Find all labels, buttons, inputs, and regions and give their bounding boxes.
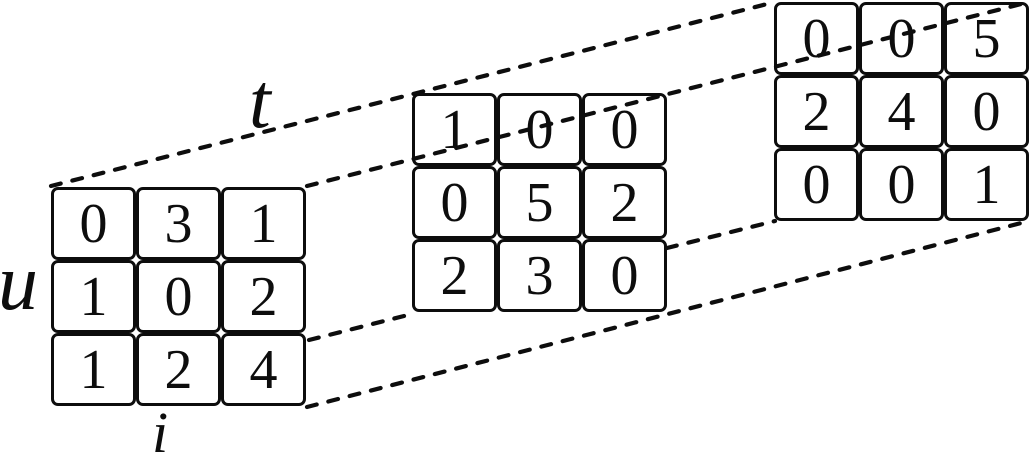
- matrix-cell: 0: [774, 148, 859, 221]
- matrix-cell: 0: [774, 2, 859, 75]
- matrix-cell: 1: [51, 333, 136, 406]
- matrix-cell: 0: [582, 93, 667, 166]
- matrix-cell: 2: [136, 333, 221, 406]
- matrix-cell: 0: [412, 166, 497, 239]
- matrix-cell: 5: [497, 166, 582, 239]
- axis-label-u: u: [0, 239, 38, 327]
- matrix-slice-middle: 1 0 0 0 5 2 2 3 0: [412, 93, 667, 312]
- matrix-cell: 0: [136, 260, 221, 333]
- matrix-slice-front: 0 3 1 1 0 2 1 2 4: [51, 187, 306, 406]
- matrix-cell: 3: [136, 187, 221, 260]
- matrix-slice-back: 0 0 5 2 4 0 0 0 1: [774, 2, 1029, 221]
- axis-label-t: t: [249, 57, 271, 144]
- matrix-cell: 1: [944, 148, 1029, 221]
- matrix-cell: 4: [221, 333, 306, 406]
- matrix-cell: 0: [859, 2, 944, 75]
- matrix-cell: 5: [944, 2, 1029, 75]
- matrix-cell: 2: [412, 239, 497, 312]
- matrix-cell: 4: [859, 75, 944, 148]
- matrix-cell: 1: [412, 93, 497, 166]
- matrix-cell: 0: [51, 187, 136, 260]
- matrix-cell: 1: [221, 187, 306, 260]
- depth-edge-bottom-left-segment-2: [664, 218, 778, 251]
- matrix-cell: 0: [944, 75, 1029, 148]
- matrix-cell: 2: [774, 75, 859, 148]
- matrix-cell: 0: [859, 148, 944, 221]
- matrix-cell: 3: [497, 239, 582, 312]
- matrix-cell: 2: [221, 260, 306, 333]
- matrix-cell: 0: [582, 239, 667, 312]
- depth-edge-bottom-left-segment-1: [306, 311, 415, 343]
- matrix-cell: 0: [497, 93, 582, 166]
- axis-label-i: i: [152, 400, 169, 465]
- matrix-cell: 1: [51, 260, 136, 333]
- matrix-cell: 2: [582, 166, 667, 239]
